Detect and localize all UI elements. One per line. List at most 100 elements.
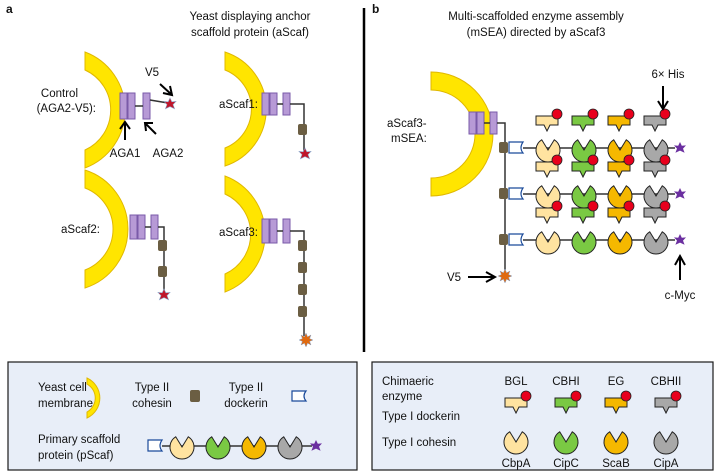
ascaf2-label: aScaf2: bbox=[61, 224, 100, 236]
ascaf3-cell bbox=[224, 175, 314, 348]
legend-membrane-2: membrane bbox=[38, 398, 93, 410]
v5-tag-ascaf3 bbox=[298, 332, 314, 348]
his-label: 6× His bbox=[652, 69, 685, 81]
type1-cohesin bbox=[205, 436, 231, 460]
aga1-block-2 bbox=[127, 92, 136, 120]
legend-dockerin-2: dockerin bbox=[224, 398, 267, 410]
his-tag bbox=[623, 200, 635, 212]
type1-cohesin bbox=[277, 436, 303, 460]
msea-cell bbox=[430, 71, 686, 284]
type1-cohesin bbox=[607, 231, 633, 255]
legend-dockerin-1: Type II bbox=[229, 382, 264, 394]
membrane-ascaf1 bbox=[224, 51, 267, 167]
cohesin-ii bbox=[499, 188, 508, 199]
msea-rows bbox=[499, 108, 686, 255]
dockerin-ii bbox=[147, 439, 164, 452]
legend-type1-cohesin: Type I cohesin bbox=[382, 437, 456, 449]
aga2-label: AGA2 bbox=[153, 148, 184, 160]
myc-tag bbox=[674, 188, 686, 199]
v5-tag-ascaf1 bbox=[298, 147, 312, 160]
cohesin-ii bbox=[499, 142, 508, 153]
aga2-arrow bbox=[143, 122, 157, 135]
dockerin-ii bbox=[508, 233, 525, 246]
legend-pscaf-1: Primary scaffold bbox=[38, 434, 120, 446]
myc-tag bbox=[674, 142, 686, 153]
type1-cohesin bbox=[169, 436, 195, 460]
panel-a-title-1: Yeast displaying anchor bbox=[189, 11, 310, 23]
cohesin-name: CipA bbox=[654, 458, 679, 470]
mSEA-label-1: aScaf3- bbox=[387, 118, 427, 130]
type1-cohesin bbox=[571, 231, 597, 255]
legend-dockerin-ii-icon bbox=[291, 390, 308, 402]
aga1-label: AGA1 bbox=[110, 148, 141, 160]
legend-membrane-1: Yeast cell bbox=[38, 382, 87, 394]
mSEA-label-2: mSEA: bbox=[391, 133, 427, 145]
ascaf1-label: aScaf1: bbox=[219, 99, 258, 111]
type1-cohesin bbox=[653, 431, 679, 455]
legend-cohesin-1: Type II bbox=[135, 382, 170, 394]
enzyme-name: BGL bbox=[504, 376, 528, 388]
legend-cohesin-2: cohesin bbox=[132, 398, 172, 410]
aga1-block bbox=[119, 92, 128, 120]
panel-b-letter: b bbox=[372, 2, 379, 16]
type1-cohesin bbox=[241, 436, 267, 460]
v5-tag-msea bbox=[497, 268, 513, 284]
v5-label-control: V5 bbox=[145, 67, 159, 79]
control-label-1: Control bbox=[41, 88, 78, 100]
msea-row bbox=[499, 200, 686, 255]
his-tag bbox=[587, 108, 599, 120]
v5-label-msea: V5 bbox=[447, 272, 461, 284]
legend-right-box bbox=[371, 361, 714, 471]
enzyme-name: CBHII bbox=[651, 376, 682, 388]
legend-membrane-icon bbox=[86, 377, 101, 419]
myc-label: c-Myc bbox=[665, 290, 696, 302]
cohesin-name: ScaB bbox=[602, 458, 630, 470]
membrane-ascaf3 bbox=[224, 175, 266, 293]
membrane-ascaf2 bbox=[84, 169, 129, 289]
legend-chimeric-2: enzyme bbox=[382, 391, 422, 403]
panel-b-title-2: (mSEA) directed by aScaf3 bbox=[467, 27, 606, 39]
type1-cohesin bbox=[643, 231, 669, 255]
myc-arrow bbox=[674, 253, 686, 280]
legend-type1-dockerin: Type I dockerin bbox=[382, 411, 460, 423]
membrane-control bbox=[84, 51, 126, 169]
cohesin-ii bbox=[298, 124, 307, 135]
his-tag bbox=[520, 390, 532, 402]
aga1-arrow bbox=[119, 120, 131, 140]
cohesin-name: CipC bbox=[553, 458, 579, 470]
his-tag bbox=[551, 154, 563, 166]
v5-arrow-control bbox=[159, 83, 174, 97]
dockerin-ii bbox=[508, 141, 525, 154]
his-tag bbox=[659, 154, 671, 166]
dockerin-ii bbox=[508, 187, 525, 200]
ascaf3-label: aScaf3: bbox=[219, 227, 258, 239]
msea-row bbox=[499, 154, 686, 209]
v5-tag-control bbox=[163, 97, 177, 110]
panel-a-letter: a bbox=[6, 2, 13, 16]
legend-chimeric-1: Chimaeric bbox=[382, 376, 434, 388]
v5-tag-ascaf2 bbox=[157, 288, 171, 301]
msea-row bbox=[499, 108, 686, 163]
type1-cohesin bbox=[535, 231, 561, 255]
his-tag bbox=[670, 390, 682, 402]
myc-tag bbox=[674, 234, 686, 245]
v5-arrow-msea bbox=[468, 271, 498, 283]
membrane-msea bbox=[430, 71, 494, 197]
ascaf1-cell bbox=[224, 51, 312, 167]
control-label-2: (AGA2-V5): bbox=[37, 103, 96, 115]
panel-a-title-2: scaffold protein (aScaf) bbox=[191, 27, 309, 39]
his-tag bbox=[570, 390, 582, 402]
enzyme-name: CBHI bbox=[552, 376, 579, 388]
his-tag bbox=[623, 154, 635, 166]
control-cell bbox=[84, 51, 177, 169]
his-tag bbox=[551, 200, 563, 212]
type1-cohesin bbox=[503, 431, 529, 455]
his-tag bbox=[587, 200, 599, 212]
aga2-block bbox=[142, 92, 151, 120]
legend-pscaf-icon bbox=[147, 436, 322, 460]
his-arrow bbox=[657, 86, 669, 111]
type1-cohesin bbox=[553, 431, 579, 455]
type1-cohesin bbox=[603, 431, 629, 455]
his-tag bbox=[659, 200, 671, 212]
his-tag bbox=[659, 108, 671, 120]
